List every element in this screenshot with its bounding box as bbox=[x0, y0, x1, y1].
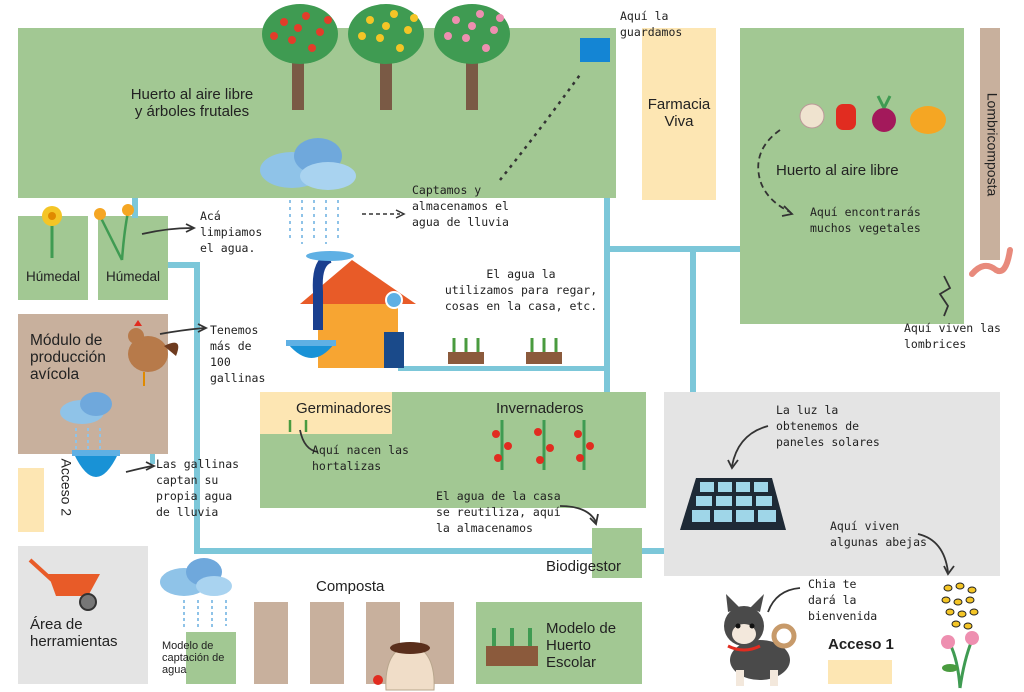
solar-panel-icon bbox=[680, 478, 786, 530]
water-capture-area bbox=[186, 632, 236, 684]
dog-icon bbox=[724, 594, 797, 686]
worm-icon bbox=[969, 247, 1013, 277]
water-pipe bbox=[132, 198, 138, 218]
water-tank-icon bbox=[74, 454, 118, 477]
water-pipe bbox=[610, 246, 740, 252]
compost-sack-icon bbox=[373, 642, 435, 691]
water-pipe bbox=[194, 548, 592, 554]
vermicompost-strip bbox=[980, 28, 1000, 260]
water-pipe bbox=[398, 366, 606, 371]
water-pipe bbox=[690, 246, 696, 392]
wetland-1-label: Húmedal bbox=[25, 269, 81, 284]
compost-bin-1 bbox=[254, 602, 288, 684]
water-storage-icon bbox=[580, 38, 610, 62]
tools-label: Área de herramientas bbox=[30, 616, 118, 650]
rain-cloud-small-icon bbox=[60, 392, 112, 452]
water-pipe bbox=[194, 262, 200, 554]
germinators-label: Germinadores bbox=[296, 400, 392, 417]
vegetables-icon bbox=[799, 95, 946, 134]
note-sprouts: Aquí nacen las hortalizas bbox=[312, 443, 409, 473]
note-bees: Aquí viven algunas abejas bbox=[830, 519, 927, 549]
tomato-plant-icon bbox=[492, 420, 594, 470]
yellow-fruit-tree-icon bbox=[348, 4, 424, 110]
access-2-label: Acceso 2 bbox=[58, 458, 75, 517]
house-icon bbox=[286, 251, 416, 368]
wetland-2-label: Húmedal bbox=[105, 269, 161, 284]
note-rain-capture: Captamos y almacenamos el agua de lluvia bbox=[412, 183, 509, 229]
vermicompost-label: Lombricomposta bbox=[984, 92, 1001, 197]
compost-label: Composta bbox=[316, 578, 385, 595]
red-fruit-tree-icon bbox=[262, 4, 338, 110]
compost-bin-2 bbox=[310, 602, 344, 684]
chicken-icon bbox=[128, 320, 179, 386]
note-clean-water: Acá limpiamos el agua. bbox=[200, 209, 263, 255]
note-dog: Chia te dará la bienvenida bbox=[808, 577, 878, 623]
pink-fruit-tree-icon bbox=[434, 4, 510, 110]
note-water-use: El agua la utilizamos para regar, cosas … bbox=[444, 267, 598, 313]
note-vegetables: Aquí encontrarás muchos vegetales bbox=[810, 205, 921, 235]
water-pipe bbox=[168, 262, 198, 268]
pink-flower-icon bbox=[941, 631, 979, 689]
access-1-area bbox=[828, 660, 892, 684]
biodigester-label: Biodigestor bbox=[546, 558, 622, 575]
greenhouses-label: Invernaderos bbox=[496, 400, 584, 417]
access-1-label: Acceso 1 bbox=[828, 636, 894, 653]
germinators-area bbox=[260, 392, 392, 434]
water-capture-label: Modelo de captación de agua bbox=[162, 640, 225, 676]
sprout-icon bbox=[288, 420, 308, 432]
garden-right-label: Huerto al aire libre bbox=[776, 162, 899, 179]
wheelbarrow-icon bbox=[28, 558, 100, 611]
yellow-flower-icon bbox=[42, 206, 62, 258]
garden-right-area bbox=[740, 28, 964, 324]
water-pipe bbox=[604, 198, 610, 392]
note-solar: La luz la obtenemos de paneles solares bbox=[776, 403, 880, 449]
orange-flower-icon bbox=[94, 204, 134, 261]
access-2-area bbox=[18, 468, 44, 532]
note-hens: Tenemos más de 100 gallinas bbox=[210, 323, 266, 385]
rain-cloud-capture-icon bbox=[160, 558, 232, 630]
bees-icon bbox=[941, 582, 979, 630]
note-hens-water: Las gallinas captan su propia agua de ll… bbox=[156, 457, 240, 519]
pharmacy-area bbox=[642, 28, 716, 200]
water-pipe bbox=[642, 548, 664, 554]
wetland-2-area bbox=[98, 216, 168, 300]
rain-cloud-icon bbox=[260, 138, 356, 244]
school-garden-label: Modelo de Huerto Escolar bbox=[546, 620, 617, 671]
biodigester-area bbox=[592, 528, 642, 578]
note-stored-here: Aquí la guardamos bbox=[620, 9, 683, 39]
poultry-label: Módulo de producción avícola bbox=[30, 332, 106, 383]
orchard-label: Huerto al aire libre y árboles frutales bbox=[130, 86, 254, 120]
school-garden-tray-icon bbox=[486, 628, 538, 666]
water-pipe bbox=[150, 454, 155, 464]
note-reuse: El agua de la casa se reutiliza, aquí la… bbox=[436, 489, 561, 535]
seedling-tray-icon bbox=[448, 338, 562, 364]
school-garden-area bbox=[476, 602, 642, 684]
pharmacy-label: Farmacia Viva bbox=[647, 96, 711, 130]
note-worms: Aquí viven las lombrices bbox=[904, 321, 1001, 351]
